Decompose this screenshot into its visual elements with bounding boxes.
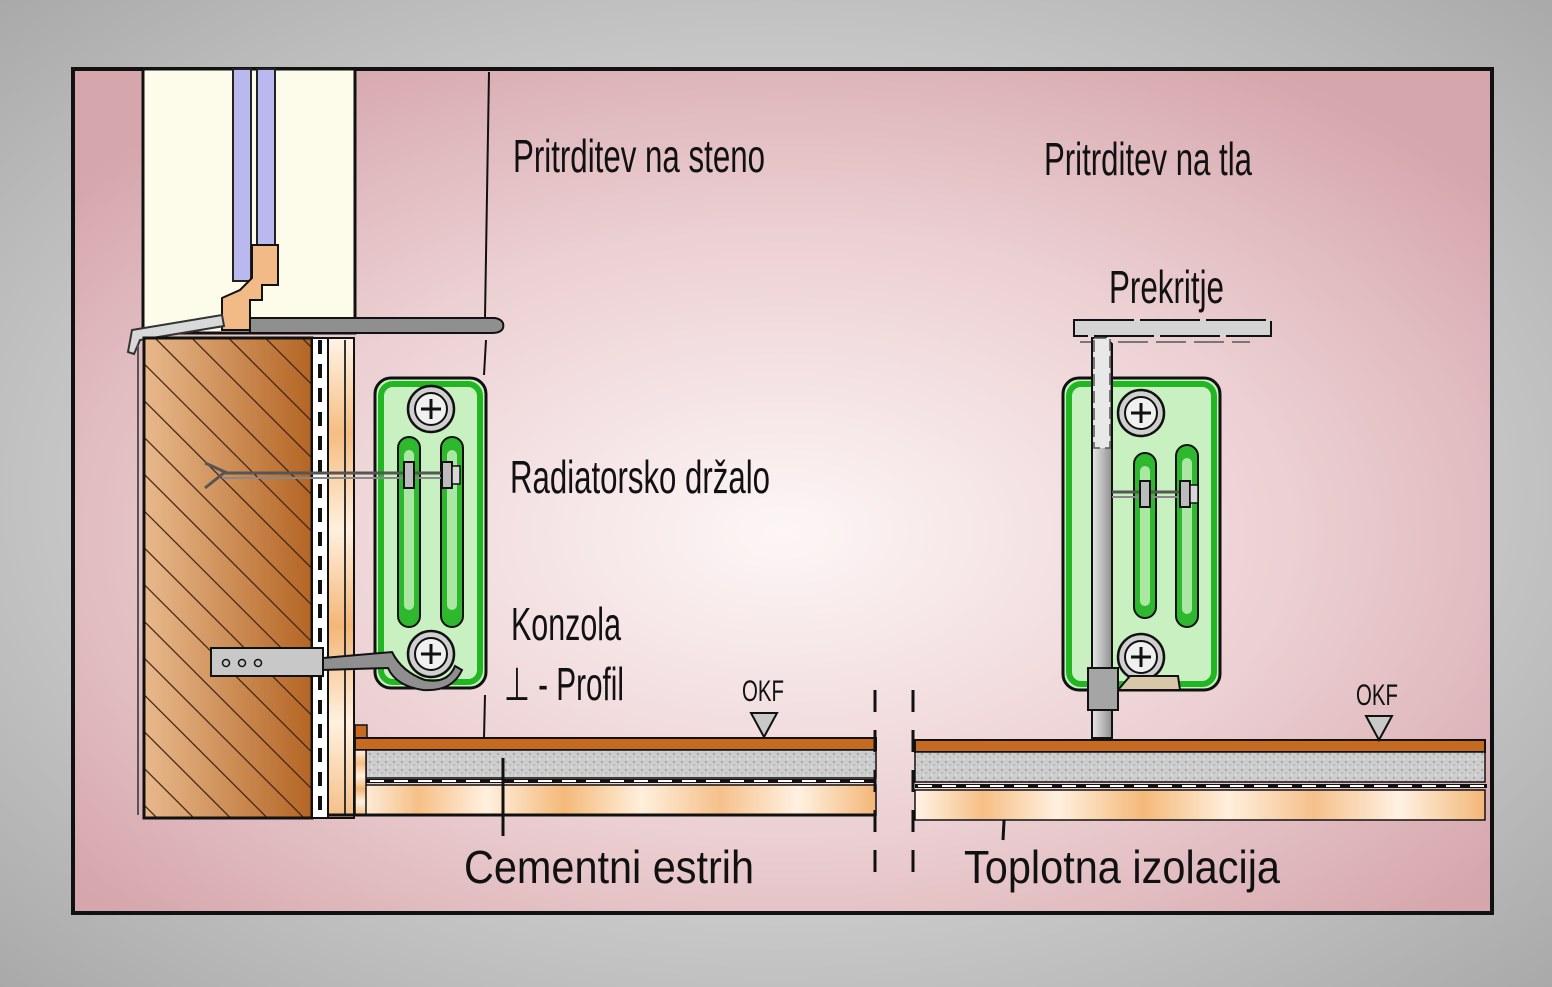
window <box>126 67 505 356</box>
radiator-wall-mounted <box>373 376 488 690</box>
plus-icon <box>1116 388 1166 438</box>
label-okf-left: OKF <box>742 675 784 708</box>
plus-icon <box>406 384 456 434</box>
label-insulation: Toplotna izolacija <box>964 841 1280 893</box>
radiator-floor-mounted <box>1061 376 1222 692</box>
label-bracket-line2: ⊥ - Profil <box>504 658 624 710</box>
label-bracket-line1: Konzola <box>511 598 621 650</box>
label-radiator-holder: Radiatorsko držalo <box>510 451 770 503</box>
wall-distance-line <box>484 71 490 319</box>
label-cover: Prekritje <box>1109 261 1224 313</box>
label-floor-mount: Pritrditev na tla <box>1044 133 1252 185</box>
brick-wall <box>137 336 355 820</box>
floor-left <box>328 724 877 817</box>
label-screed: Cementni estrih <box>464 841 754 893</box>
console-t-profile <box>210 647 464 692</box>
plus-icon <box>1116 632 1166 682</box>
label-wall-mount: Pritrditev na steno <box>513 130 765 182</box>
plus-icon <box>406 629 456 679</box>
okf-marker-right <box>1364 715 1394 743</box>
floor-stand <box>1087 337 1199 739</box>
label-okf-right: OKF <box>1356 679 1398 712</box>
okf-marker-left <box>749 712 779 740</box>
radiator-holder-rod <box>204 461 461 490</box>
floor-right <box>914 739 1487 821</box>
